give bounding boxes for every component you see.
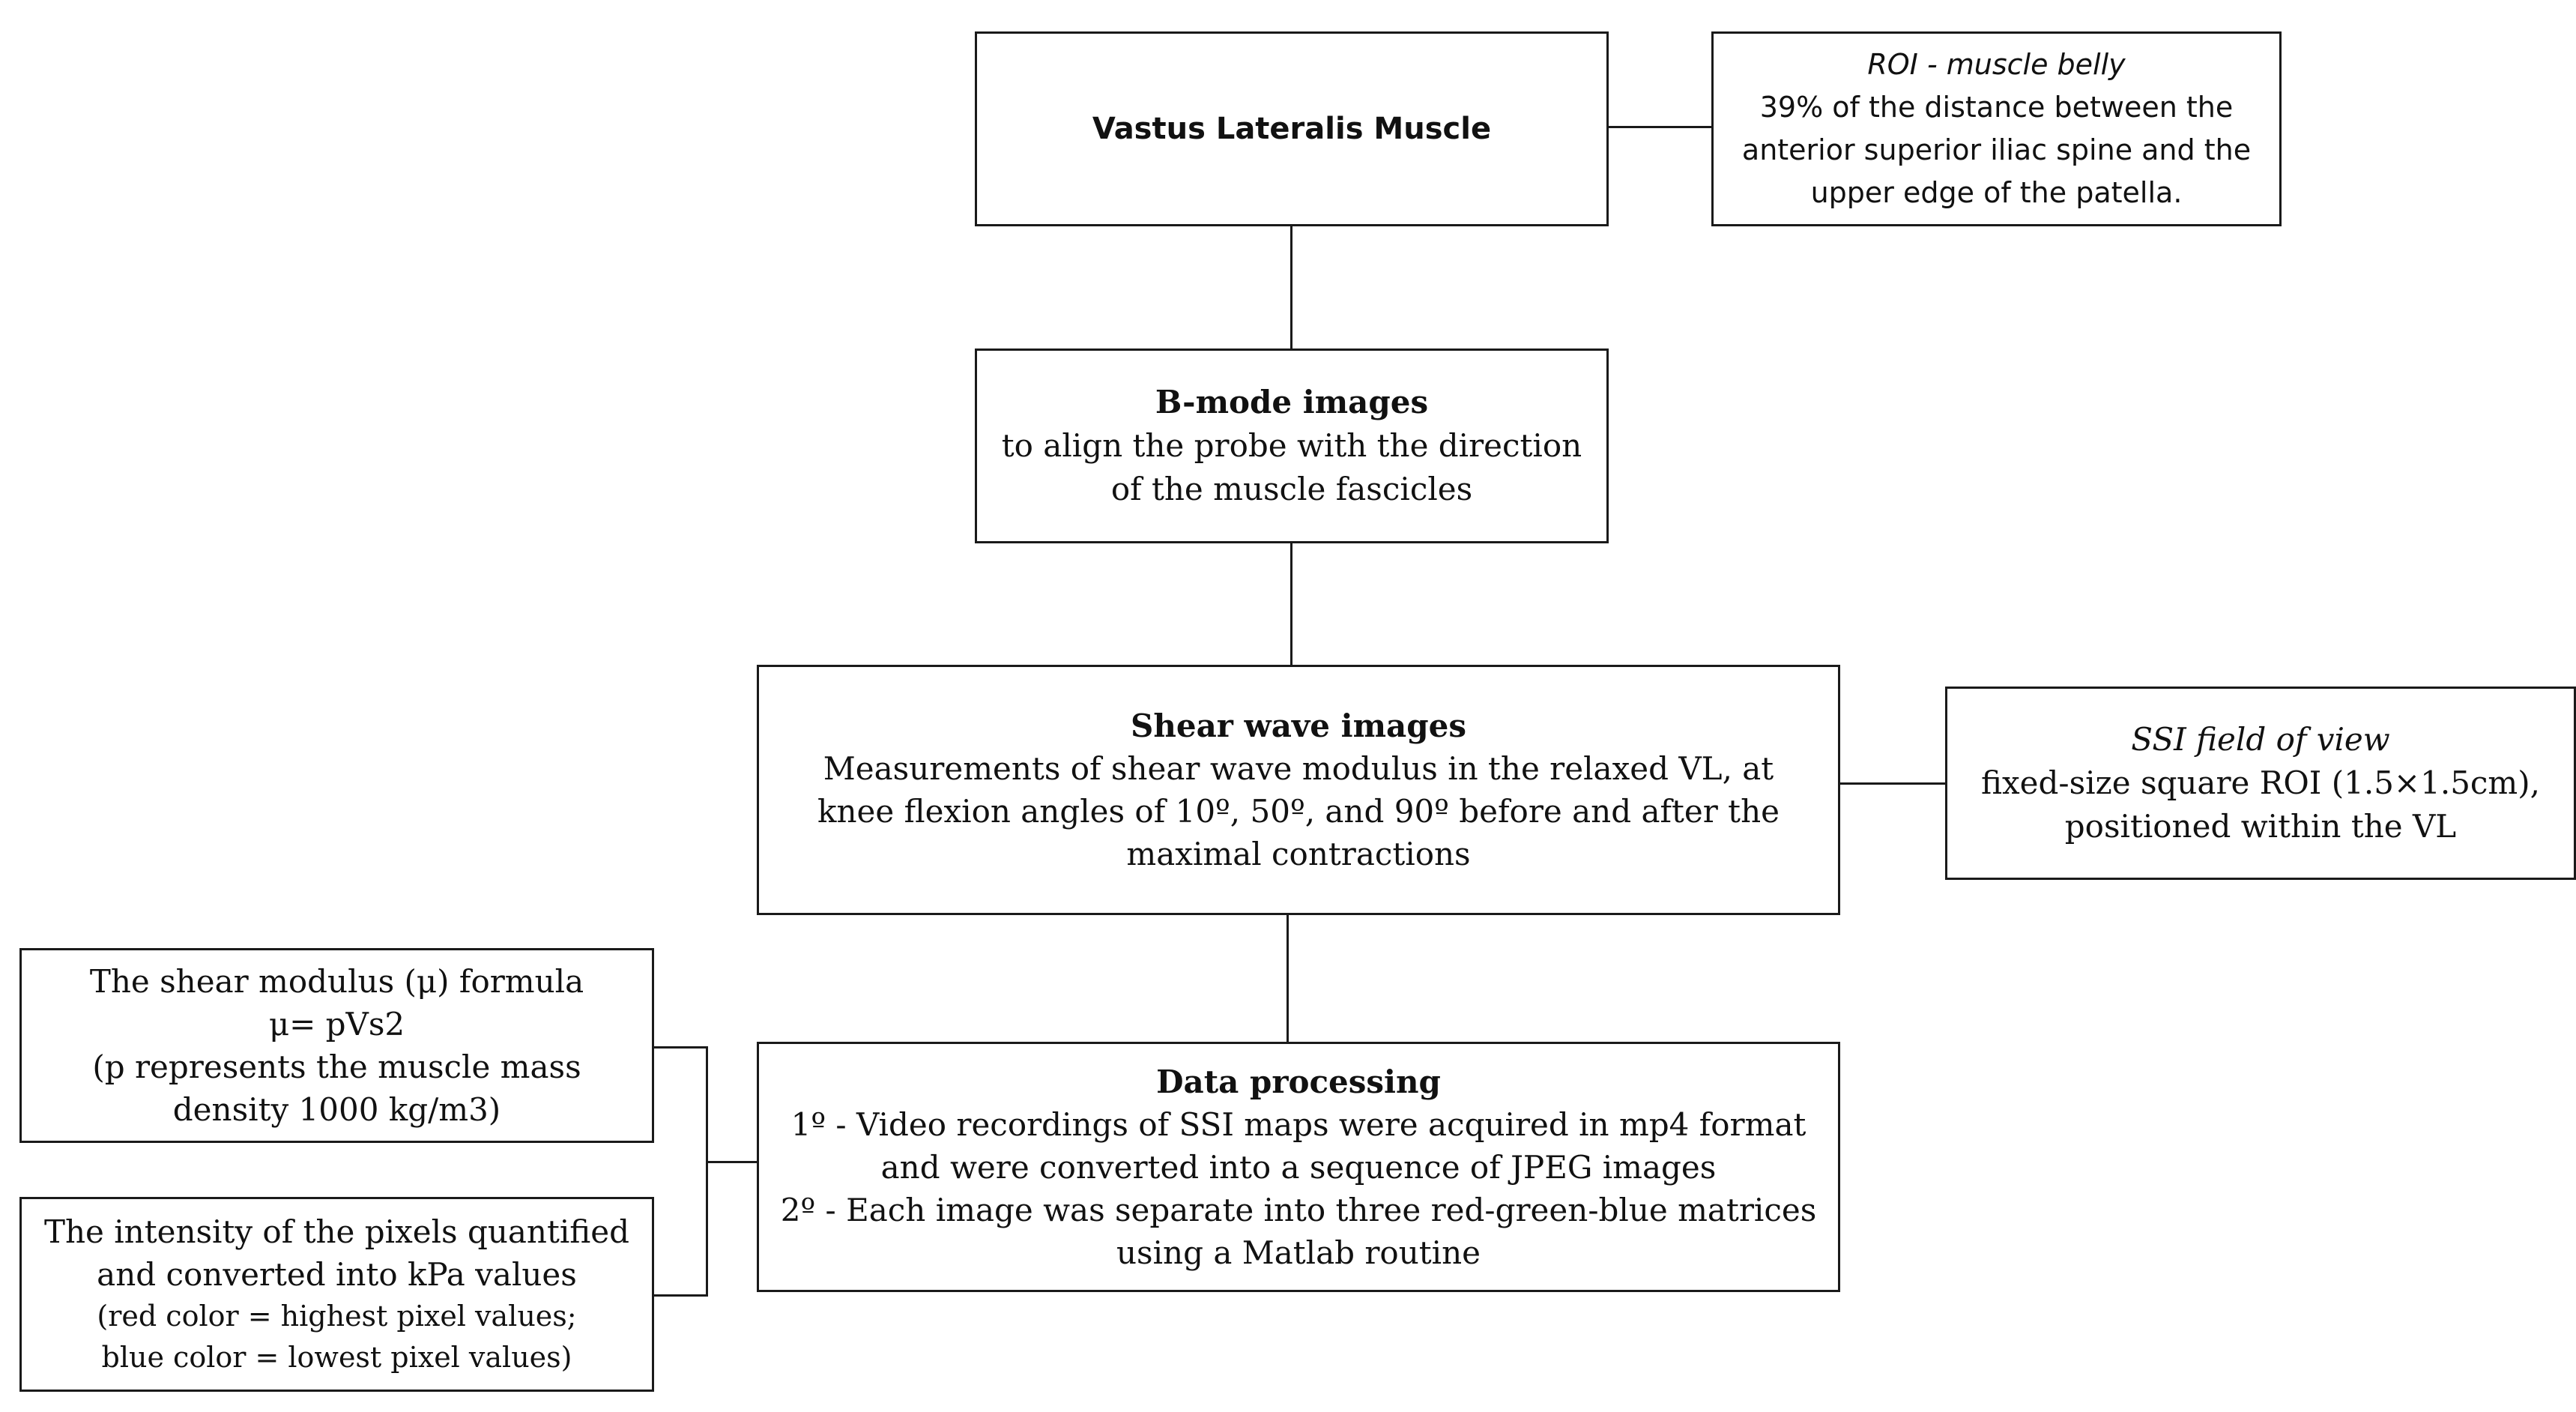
roi-text-line: 39% of the distance between the	[1759, 91, 2234, 124]
ssi-text-line: positioned within the VL	[2064, 808, 2457, 845]
bmode-title: B-mode images	[1155, 384, 1429, 420]
connector-shear-ssi	[1840, 782, 1945, 785]
pixel-intensity-box: The intensity of the pixels quantified a…	[19, 1197, 654, 1392]
connector-intensity-stub	[654, 1294, 708, 1297]
vastus-title: Vastus Lateralis Muscle	[1092, 112, 1492, 146]
connector-bracket-data	[706, 1161, 757, 1163]
connector-vastus-roi	[1609, 126, 1711, 128]
bmode-text-line: to align the probe with the direction	[1001, 427, 1582, 464]
data-text-line: using a Matlab routine	[1116, 1234, 1481, 1271]
shear-wave-box: Shear wave images Measurements of shear …	[757, 665, 1840, 915]
formula-text-line: (p represents the muscle mass	[92, 1049, 581, 1085]
shear-title: Shear wave images	[1130, 707, 1466, 744]
roi-text-line: anterior superior iliac spine and the	[1741, 133, 2252, 166]
shear-modulus-formula-box: The shear modulus (μ) formula μ= pVs2 (p…	[19, 948, 654, 1143]
intensity-text-line: The intensity of the pixels quantified	[43, 1213, 630, 1250]
shear-text-line: knee flexion angles of 10º, 50º, and 90º…	[817, 793, 1780, 830]
connector-bmode-shear	[1290, 543, 1292, 665]
intensity-text-line: and converted into kPa values	[97, 1256, 577, 1293]
shear-text-line: maximal contractions	[1126, 836, 1471, 872]
ssi-label: SSI field of view	[2131, 721, 2390, 758]
connector-formula-stub	[654, 1046, 708, 1049]
data-text-line: and were converted into a sequence of JP…	[880, 1148, 1717, 1186]
bmode-box: B-mode images to align the probe with th…	[975, 349, 1609, 543]
roi-label: ROI - muscle belly	[1867, 48, 2126, 81]
intensity-note-line: blue color = lowest pixel values)	[101, 1341, 572, 1374]
intensity-note-line: (red color = highest pixel values;	[97, 1300, 577, 1333]
ssi-box: SSI field of view fixed-size square ROI …	[1945, 687, 2576, 880]
vastus-lateralis-box: Vastus Lateralis Muscle	[975, 31, 1609, 226]
formula-text-line: density 1000 kg/m3)	[172, 1091, 501, 1128]
formula-text-line: μ= pVs2	[268, 1006, 405, 1043]
connector-shear-data	[1287, 915, 1289, 1042]
data-text-line: 2º - Each image was separate into three …	[780, 1191, 1817, 1228]
connector-left-bracket	[706, 1046, 708, 1297]
data-processing-box: Data processing 1º - Video recordings of…	[757, 1042, 1840, 1292]
ssi-text-line: fixed-size square ROI (1.5×1.5cm),	[1980, 764, 2540, 801]
bmode-text-line: of the muscle fascicles	[1110, 471, 1473, 507]
data-text-line: 1º - Video recordings of SSI maps were a…	[790, 1105, 1806, 1143]
shear-text-line: Measurements of shear wave modulus in th…	[823, 750, 1774, 787]
roi-box: ROI - muscle belly 39% of the distance b…	[1711, 31, 2282, 226]
formula-text-line: The shear modulus (μ) formula	[89, 963, 584, 1000]
connector-vastus-bmode	[1290, 226, 1292, 349]
roi-text-line: upper edge of the patella.	[1810, 176, 2183, 209]
data-title: Data processing	[1156, 1063, 1441, 1100]
